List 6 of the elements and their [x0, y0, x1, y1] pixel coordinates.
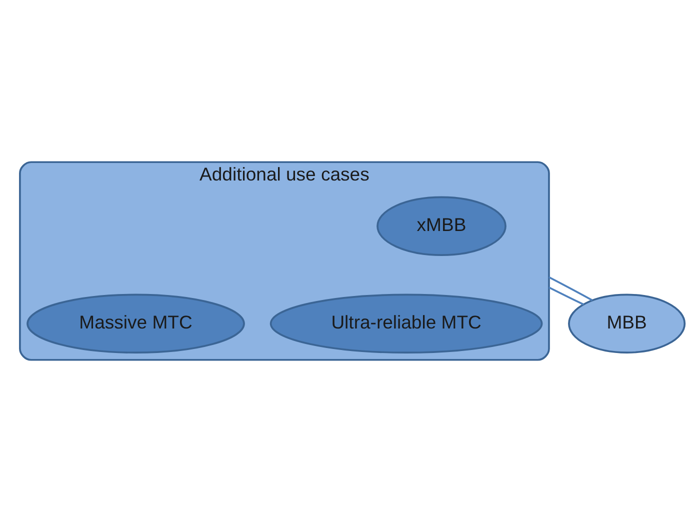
node-ellipse: xMBB	[376, 196, 506, 256]
connector	[548, 286, 584, 305]
connector	[548, 276, 593, 301]
node-ellipse: Massive MTC	[26, 293, 245, 353]
node-ellipse: Ultra-reliable MTC	[270, 293, 543, 353]
node-ellipse: MBB	[568, 293, 686, 353]
